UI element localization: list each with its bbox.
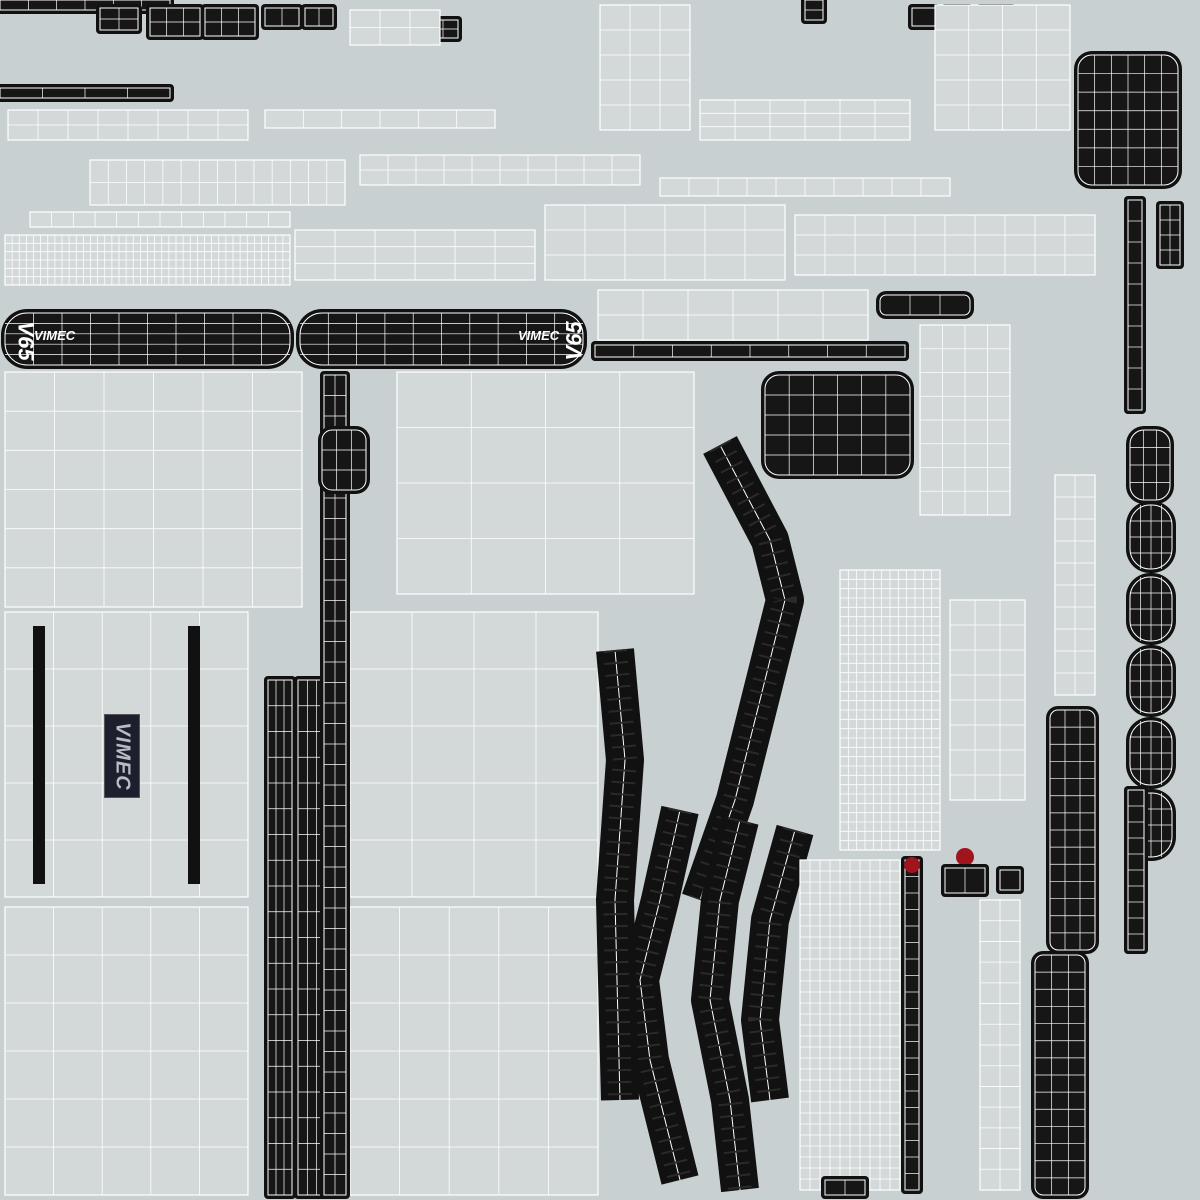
- top-block: [911, 7, 937, 27]
- diagonal-arm-island: [621, 805, 699, 1185]
- brand-label-left: VIMEC: [34, 328, 76, 343]
- handle-bar: [879, 294, 971, 316]
- model-label-right: V65: [561, 321, 587, 361]
- diagonal-arm-wire: [699, 444, 786, 901]
- brand-plate: VIMEC: [104, 714, 140, 798]
- brand-plate-text: VIMEC: [111, 721, 134, 791]
- diagonal-arm-wire: [709, 819, 741, 1191]
- brand-label-right: VIMEC: [518, 328, 560, 343]
- small-block: [999, 869, 1021, 891]
- rail-slot: [188, 626, 200, 884]
- diagonal-arm-wire: [759, 829, 796, 1101]
- diagonal-arm-mesh: [628, 807, 692, 1183]
- bracket: [321, 429, 367, 491]
- red-knob: [904, 857, 920, 873]
- diagonal-arm-mesh: [603, 648, 637, 1101]
- top-panel: [599, 4, 691, 131]
- red-knob: [956, 848, 974, 866]
- rail-slot: [33, 626, 45, 884]
